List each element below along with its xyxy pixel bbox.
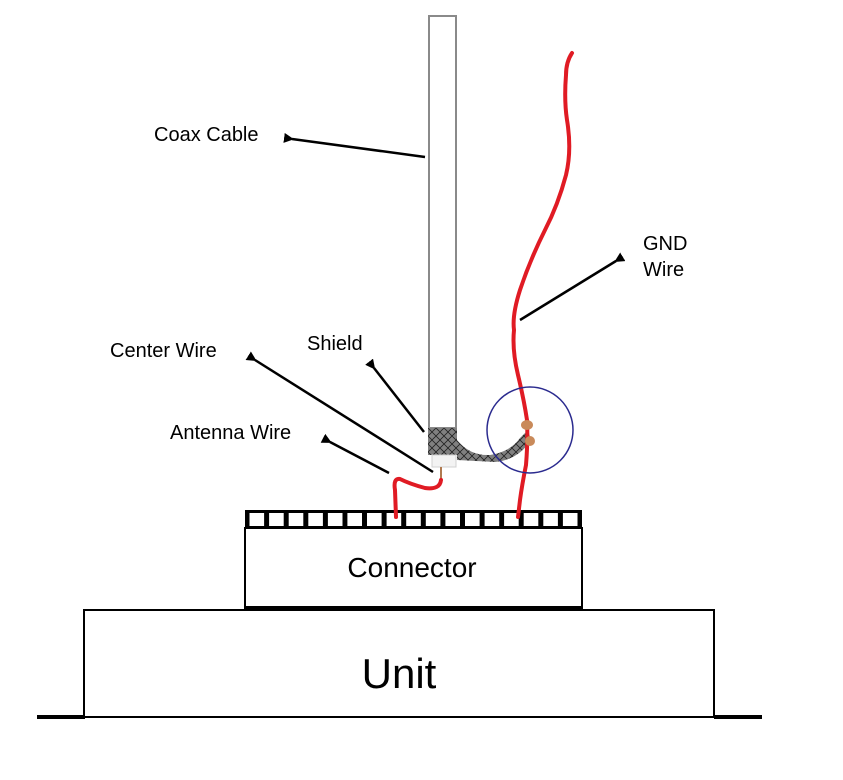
gnd-wire-label-line1: GND — [643, 233, 687, 255]
connector-pin — [367, 513, 382, 526]
antenna-wire-arrow — [320, 433, 390, 475]
coax-cable-arrow — [283, 132, 426, 159]
gnd-wire-arrow — [519, 252, 626, 322]
connector-pin — [465, 513, 480, 526]
antenna-wire — [392, 476, 443, 519]
antenna-wire-label: Antenna Wire — [170, 422, 291, 444]
connector-pin — [523, 513, 539, 526]
connector-pin — [425, 513, 441, 526]
connector-pin — [249, 513, 265, 526]
connector-pin-strip — [245, 510, 582, 529]
connector-pin — [386, 513, 402, 526]
shield-label: Shield — [307, 333, 363, 355]
connector-pin — [562, 513, 578, 526]
coax-cable-label: Coax Cable — [154, 124, 259, 146]
connector-pin — [288, 513, 304, 526]
unit-label: Unit — [362, 650, 437, 697]
gnd-wire-label-line2: Wire — [643, 259, 684, 281]
joint-highlight-circle — [486, 386, 574, 474]
connector-pin — [327, 513, 343, 526]
gnd-wire — [511, 51, 574, 519]
unit-box — [83, 609, 715, 718]
shield-braid — [428, 428, 531, 462]
center-wire-arrow — [245, 351, 434, 474]
connector-pin — [406, 513, 421, 526]
connector-pin — [347, 513, 362, 526]
connector-pin — [504, 513, 519, 526]
connector-label: Connector — [347, 552, 476, 583]
center-wire-label: Center Wire — [110, 340, 217, 362]
solder-joint-bottom — [525, 436, 535, 446]
connector-pin — [269, 513, 284, 526]
connector-pin — [484, 513, 500, 526]
center-insulator — [431, 454, 457, 468]
shield-arrow — [365, 358, 425, 433]
connector-pin — [445, 513, 460, 526]
coax-cable-body — [428, 15, 457, 429]
connector-pin — [308, 513, 323, 526]
connector-pin — [543, 513, 558, 526]
solder-joint-top — [521, 420, 533, 430]
